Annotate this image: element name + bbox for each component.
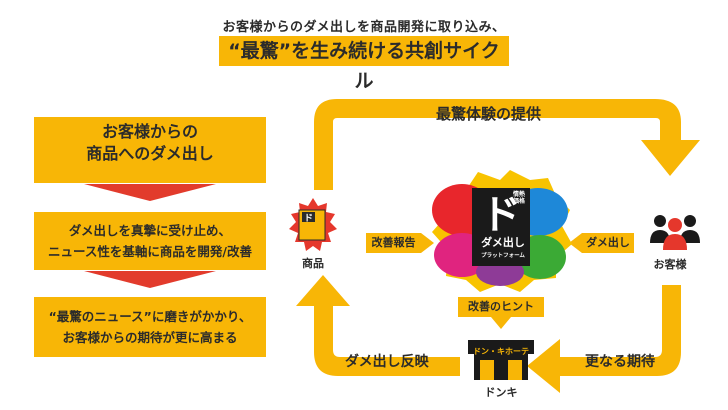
- customers-group-icon: [650, 215, 700, 250]
- dame-platform-logo: ド: [432, 170, 572, 292]
- arrow-dame-to-center: [569, 233, 582, 253]
- step3-line2: お客様からの期待が更に高まる: [62, 330, 238, 345]
- bottom-left-cycle-arrow: [296, 275, 460, 376]
- down-arrow-2: [84, 271, 216, 288]
- tag-kaizen-report: 改善報告: [366, 233, 421, 253]
- step-box-3: “最驚のニュース”に磨きがかかり、 お客様からの期待が更に高まる: [34, 297, 266, 357]
- customer-label: お客様: [653, 258, 687, 271]
- product-box-icon: ド: [289, 198, 337, 251]
- center-logo-sub-text: プラットフォーム: [481, 253, 525, 259]
- header-subtitle: お客様からのダメ出しを商品開発に取り込み、: [222, 20, 506, 35]
- product-label: 商品: [302, 257, 324, 270]
- donki-sign-text: ドン・キホーテ: [473, 347, 529, 356]
- top-cycle-label: 最驚体験の提供: [436, 105, 542, 123]
- bottom-left-cycle-label: ダメ出し反映: [345, 354, 429, 370]
- step1-line1: お客様からの: [101, 122, 198, 141]
- top-cycle-arrow: [314, 99, 700, 190]
- step-box-2: ダメ出しを真摯に受け止め、 ニュース性を基軸に商品を開発/改善: [34, 212, 266, 270]
- step1-line2: 商品へのダメ出し: [86, 144, 214, 163]
- store-icon: [468, 340, 534, 380]
- bottom-right-cycle-label: 更なる期待: [585, 354, 655, 370]
- center-logo-side-text: 情熱価格: [512, 191, 525, 205]
- header-title: “最驚”を生み続ける共創サイクル: [219, 36, 509, 92]
- step3-line1: “最驚のニュース”に磨きがかかり、: [48, 309, 252, 324]
- step2-line2: ニュース性を基軸に商品を開発/改善: [48, 244, 252, 259]
- tag-dame: ダメ出し: [582, 233, 634, 253]
- svg-text:ド: ド: [304, 213, 313, 224]
- donki-label: ドンキ: [484, 386, 518, 399]
- down-arrow-1: [84, 184, 216, 201]
- step-box-1: お客様からの 商品へのダメ出し: [34, 117, 266, 183]
- center-logo-main-text: ダメ出し: [481, 236, 525, 249]
- step2-line1: ダメ出しを真摯に受け止め、: [68, 223, 232, 238]
- arrow-hint-down: [491, 317, 511, 329]
- svg-text:ド: ド: [481, 192, 521, 238]
- arrow-kaizen-report: [421, 233, 434, 253]
- bottom-right-cycle-arrow: [527, 285, 681, 393]
- tag-improvement-hint: 改善のヒント: [458, 297, 544, 317]
